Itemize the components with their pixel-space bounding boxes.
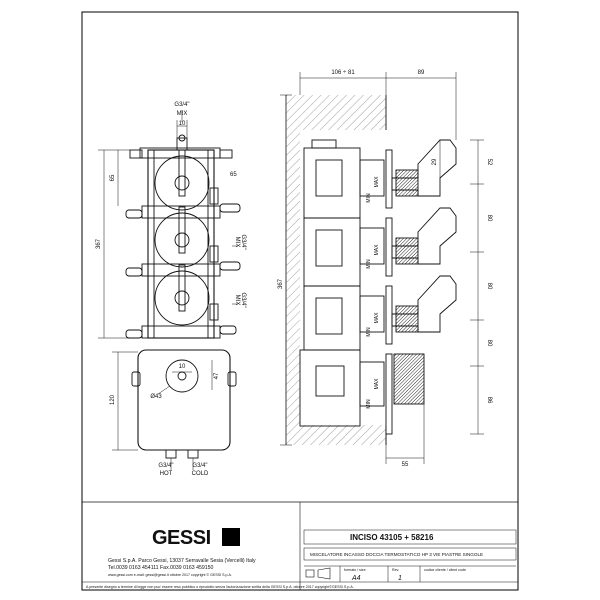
mix-low-size: G3/4" <box>240 292 246 307</box>
mix-low-name: MIX <box>234 295 240 306</box>
cold-size: G3/4" <box>192 463 207 469</box>
svg-text:MAX: MAX <box>374 244 380 256</box>
cold-name: COLD <box>192 471 209 477</box>
svg-text:MIN: MIN <box>366 259 372 269</box>
svg-text:MAX: MAX <box>374 378 380 390</box>
dim-knob-height: 47 <box>214 372 220 379</box>
svg-text:MIN: MIN <box>366 327 372 337</box>
mix-mid-size: G3/4" <box>240 234 246 249</box>
client-code-label: codice cliente / client code <box>424 568 466 572</box>
mix-top-size: G3/4" <box>174 102 189 108</box>
dim-knob-offset: 10 <box>179 364 186 370</box>
side-view-dimensions: 106 ÷ 81 89 29 52 80 80 80 86 367 55 <box>278 70 492 468</box>
hot-size: G3/4" <box>158 463 173 469</box>
legal-footer: A presente disegno a termine di legge no… <box>86 585 354 589</box>
format-value: A4 <box>351 575 361 582</box>
projection-symbol <box>305 567 331 580</box>
dim-total-height: 367 <box>96 238 102 249</box>
dim-lower-height: 120 <box>110 394 116 405</box>
dim-spacing-2: 80 <box>486 215 492 222</box>
dim-depth-range: 106 ÷ 81 <box>331 70 355 76</box>
rev-label: Rev. <box>392 568 399 572</box>
mix-mid-name: MIX <box>234 237 240 248</box>
dim-height-top: 65 <box>110 174 116 181</box>
dim-width-top: 65 <box>230 172 237 178</box>
svg-text:MAX: MAX <box>374 176 380 188</box>
dim-total-height-side: 367 <box>278 278 284 289</box>
dim-spacing-5: 86 <box>486 397 492 404</box>
front-view-labels: G3/4" MIX 10 65 65 367 120 10 47 Ø43 G3/… <box>96 102 246 477</box>
mix-top-name: MIX <box>177 111 188 117</box>
dim-spacing-1: 52 <box>486 159 492 166</box>
logo-text: GESSI <box>152 527 211 549</box>
dim-spacing-4: 80 <box>486 340 492 347</box>
dim-knob-diameter: Ø43 <box>150 394 162 400</box>
svg-text:MIN: MIN <box>366 193 372 203</box>
svg-text:MIN: MIN <box>366 399 372 409</box>
dim-bottom-width: 55 <box>402 462 409 468</box>
company-address: Gessi S.p.A. Parco Gessi, 13037 Serraval… <box>108 558 256 564</box>
min-max-labels: MAX MIN MAX MIN MAX MIN MAX MIN <box>366 176 380 409</box>
side-dimension-lines <box>280 72 484 464</box>
company-phone: Tel.0039 0163 454111 Fax.0039 0163 45915… <box>108 565 213 571</box>
gessi-logo: GESSI <box>152 527 240 549</box>
rev-value: 1 <box>398 575 402 582</box>
front-view <box>125 134 241 459</box>
dim-top-offset: 10 <box>179 121 186 127</box>
dim-handle-depth: 89 <box>418 70 425 76</box>
product-title: INCISO 43105 + 58216 <box>350 533 434 542</box>
product-description: MISCELATORE INCASSO DOCCIA TERMOSTATICO … <box>310 552 483 557</box>
title-block: GESSI Gessi S.p.A. Parco Gessi, 13037 Se… <box>82 501 518 590</box>
dim-spacing-3: 80 <box>486 283 492 290</box>
company-web: www.gessi.com e-mail: gessi@gessi.it ott… <box>108 573 232 577</box>
hot-name: HOT <box>160 471 173 477</box>
side-view: MAX MIN MAX MIN MAX MIN MAX MIN <box>278 70 492 468</box>
front-dimension-lines <box>98 110 238 470</box>
svg-text:MAX: MAX <box>374 312 380 324</box>
dim-handle-width: 29 <box>432 158 438 165</box>
format-label: formato / size <box>344 568 366 572</box>
